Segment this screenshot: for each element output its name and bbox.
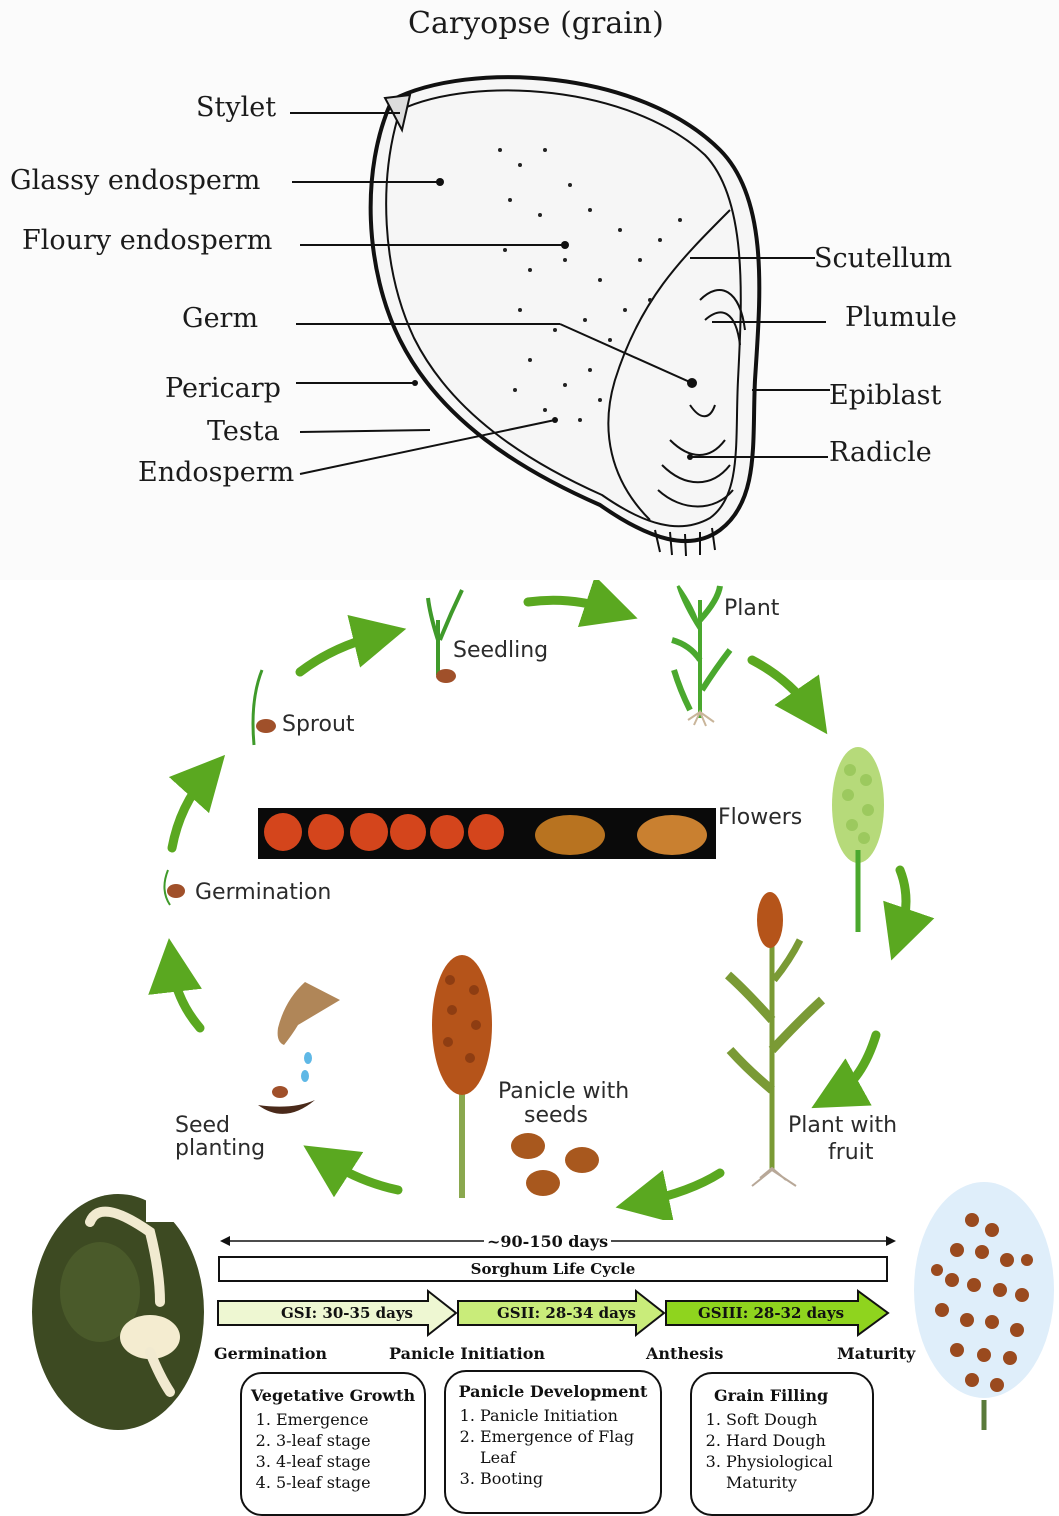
box-title: Panicle Development xyxy=(446,1382,660,1401)
label-pericarp: Pericarp xyxy=(165,373,281,404)
grain-drawing xyxy=(0,0,1059,580)
label-panicle-2: seeds xyxy=(524,1103,588,1128)
label-testa: Testa xyxy=(207,416,280,447)
list-item: Panicle Initiation xyxy=(480,1405,646,1426)
label-germination: Germination xyxy=(195,880,331,905)
list-item: 3-leaf stage xyxy=(276,1430,424,1451)
label-stylet: Stylet xyxy=(196,92,276,123)
list-item: 5-leaf stage xyxy=(276,1472,424,1493)
label-germ: Germ xyxy=(182,303,258,334)
list-item: Emergence of Flag Leaf xyxy=(480,1426,646,1468)
label-glassy-endosperm: Glassy endosperm xyxy=(10,165,260,196)
mature-panicle-photo xyxy=(912,1180,1057,1430)
label-seedling: Seedling xyxy=(453,638,548,663)
list-item: Hard Dough xyxy=(726,1430,872,1451)
label-endosperm: Endosperm xyxy=(138,457,294,488)
list-item: Soft Dough xyxy=(726,1409,872,1430)
label-scutellum: Scutellum xyxy=(814,243,952,274)
plant-with-fruit-icon xyxy=(728,892,822,1186)
label-seed-1: Seed xyxy=(175,1113,230,1138)
label-radicle: Radicle xyxy=(829,437,932,468)
stage-gsii: GSII: 28-34 days xyxy=(497,1304,636,1322)
list-item: Emergence xyxy=(276,1409,424,1430)
duration-label: ~90-150 days xyxy=(484,1232,611,1251)
box-panicle-development: Panicle Development Panicle Initiation E… xyxy=(444,1370,662,1514)
label-epiblast: Epiblast xyxy=(829,380,941,411)
box-vegetative-growth: Vegetative Growth Emergence 3-leaf stage… xyxy=(240,1372,426,1516)
panicle-icon xyxy=(432,955,599,1198)
germinating-seed-photo xyxy=(30,1192,210,1432)
label-plant: Plant xyxy=(724,596,779,621)
list-item: Booting xyxy=(480,1468,646,1489)
plant-icon xyxy=(672,586,730,726)
germination-seed-icon xyxy=(164,870,185,905)
box-title: Vegetative Growth xyxy=(242,1386,424,1405)
label-floury-endosperm: Floury endosperm xyxy=(22,225,272,256)
flowering-plant-icon xyxy=(832,747,884,932)
life-cycle-bar: Sorghum Life Cycle xyxy=(218,1256,888,1282)
milestone-panicle-initiation: Panicle Initiation xyxy=(389,1344,545,1363)
stage-gsiii: GSIII: 28-32 days xyxy=(698,1304,844,1322)
milestone-maturity: Maturity xyxy=(837,1344,915,1363)
photo-mask xyxy=(146,1190,218,1222)
label-flowers: Flowers xyxy=(718,805,802,830)
stage-gsi: GSI: 30-35 days xyxy=(281,1304,413,1322)
label-fruit-2: fruit xyxy=(828,1140,873,1165)
box-grain-filling: Grain Filling Soft Dough Hard Dough Phys… xyxy=(690,1372,874,1516)
seedling-icon xyxy=(428,590,462,683)
label-sprout: Sprout xyxy=(282,712,355,737)
label-plumule: Plumule xyxy=(845,302,957,333)
label-seed-2: planting xyxy=(175,1136,265,1161)
milestone-anthesis: Anthesis xyxy=(646,1344,723,1363)
milestone-germination: Germination xyxy=(214,1344,327,1363)
list-item: Physiological Maturity xyxy=(726,1451,872,1493)
label-panicle-1: Panicle with xyxy=(498,1079,629,1104)
seed-planting-icon xyxy=(258,982,340,1114)
label-fruit-1: Plant with xyxy=(788,1113,897,1138)
sprout-icon xyxy=(253,670,276,745)
box-title: Grain Filling xyxy=(692,1386,872,1405)
list-item: 4-leaf stage xyxy=(276,1451,424,1472)
